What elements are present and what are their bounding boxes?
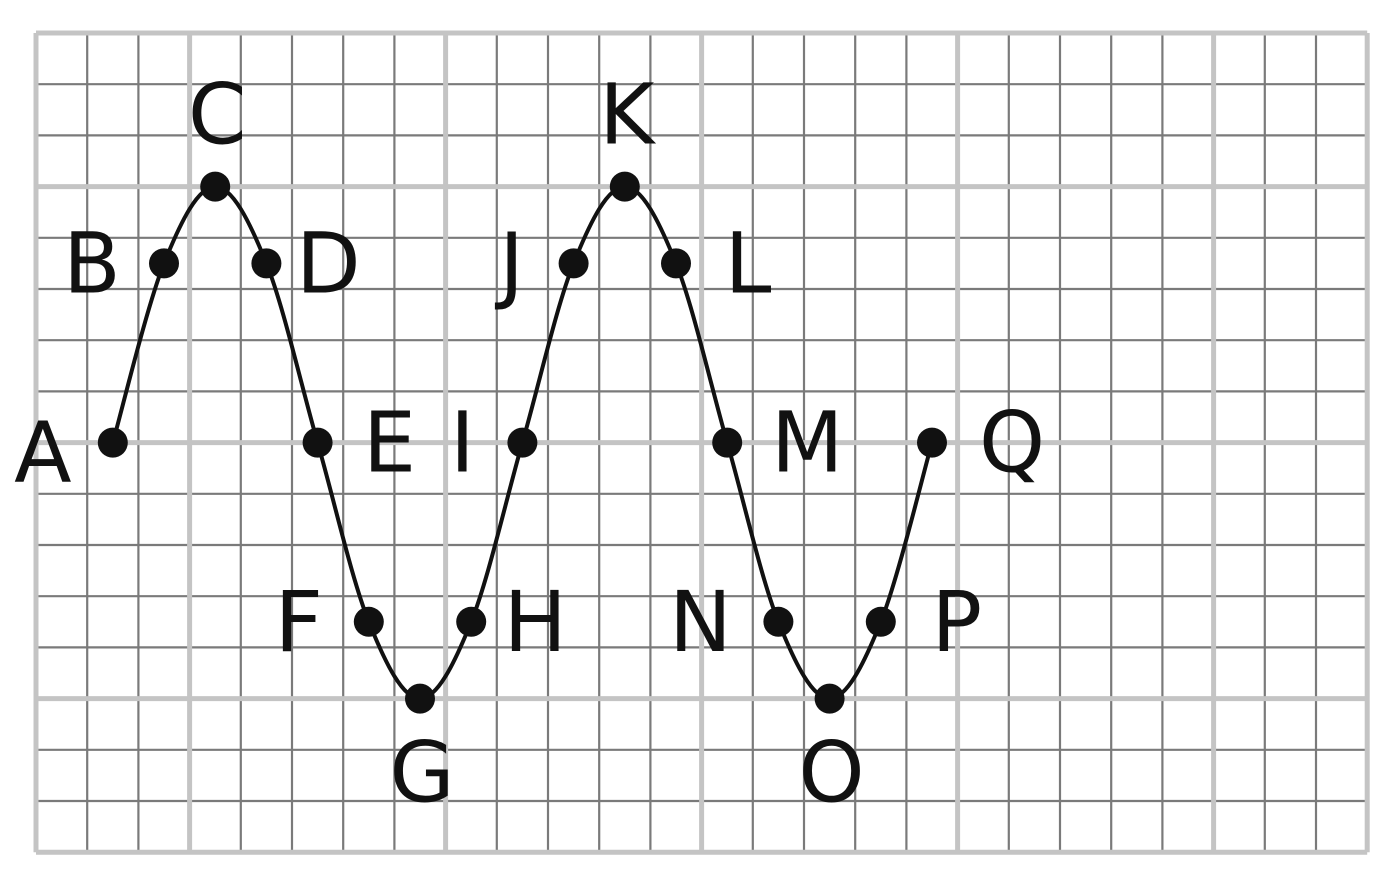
point-h-dot <box>456 606 487 637</box>
grid-major-lines <box>33 30 1370 855</box>
point-p-label: P <box>931 573 982 671</box>
point-e-label: E <box>363 394 416 492</box>
point-k-label: K <box>599 66 656 164</box>
point-j-label: J <box>494 214 524 312</box>
point-m-dot <box>712 427 743 458</box>
point-e-dot <box>302 427 333 458</box>
point-g-label: G <box>389 724 454 822</box>
point-k-dot <box>609 171 640 202</box>
point-n-dot <box>763 606 794 637</box>
point-o-dot <box>814 683 845 714</box>
point-b-label: B <box>63 214 121 312</box>
point-q-dot <box>917 427 947 458</box>
point-f-dot <box>353 606 384 637</box>
point-a-label: A <box>14 404 71 502</box>
point-i-dot <box>507 427 538 458</box>
point-h-label: H <box>504 573 567 671</box>
point-p-dot <box>865 606 896 637</box>
point-d-dot <box>251 248 282 279</box>
point-i-label: I <box>450 394 475 492</box>
point-o-label: O <box>799 724 865 822</box>
point-b-dot <box>149 248 179 279</box>
point-a-dot <box>97 427 128 458</box>
point-q-label: Q <box>979 394 1045 492</box>
point-f-label: F <box>275 573 323 671</box>
point-c-label: C <box>188 66 247 164</box>
point-l-dot <box>661 248 691 279</box>
point-m-label: M <box>771 394 843 492</box>
point-l-label: L <box>725 214 772 312</box>
wave-points <box>97 171 947 714</box>
point-j-dot <box>558 248 589 279</box>
point-d-label: D <box>296 214 361 312</box>
point-n-label: N <box>669 573 732 671</box>
point-g-dot <box>405 683 435 714</box>
point-c-dot <box>200 171 231 202</box>
